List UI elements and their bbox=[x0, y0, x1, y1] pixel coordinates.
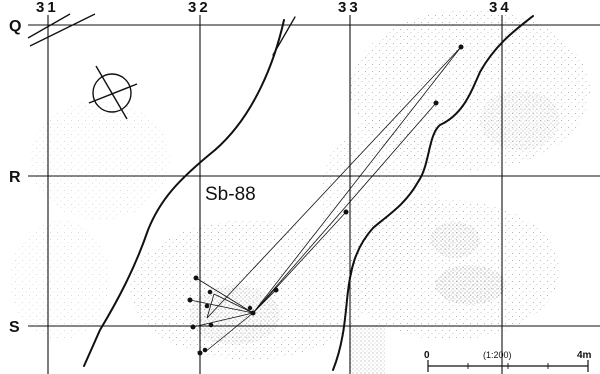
survey-point bbox=[343, 209, 349, 215]
survey-point bbox=[204, 303, 210, 309]
row-label-Q: Q bbox=[9, 18, 21, 35]
survey-point bbox=[190, 324, 196, 330]
column-label-32: 32 bbox=[188, 0, 211, 16]
survey-point bbox=[250, 310, 256, 316]
column-label-31: 31 bbox=[36, 0, 59, 16]
survey-point bbox=[208, 322, 214, 328]
survey-point bbox=[193, 275, 199, 281]
column-labels: 31 32 33 34 bbox=[36, 0, 512, 16]
survey-point bbox=[207, 289, 213, 295]
survey-lines bbox=[189, 46, 462, 353]
west-boundary-line bbox=[83, 19, 285, 367]
row-label-S: S bbox=[9, 319, 20, 336]
grid-lines bbox=[28, 15, 600, 374]
east-boundary-line bbox=[332, 15, 534, 371]
survey-point bbox=[187, 297, 193, 303]
scale-ratio-label: (1:200) bbox=[483, 350, 512, 360]
column-label-34: 34 bbox=[489, 0, 512, 16]
survey-point bbox=[197, 350, 203, 356]
column-label-33: 33 bbox=[338, 0, 361, 16]
survey-point bbox=[273, 287, 279, 293]
scatter-areas bbox=[10, 10, 590, 374]
scale-bar: 0 (1:200) 4m bbox=[424, 350, 592, 372]
scale-end-label: 4m bbox=[577, 350, 592, 361]
survey-point bbox=[433, 100, 439, 106]
row-labels: Q R S bbox=[9, 18, 21, 336]
feature-label: Sb-88 bbox=[205, 184, 256, 205]
boundary-curves bbox=[83, 15, 534, 371]
corner-lines bbox=[27, 13, 96, 47]
survey-point bbox=[458, 44, 464, 50]
survey-point bbox=[247, 305, 253, 311]
west-boundary-branch bbox=[272, 16, 296, 56]
north-arrow-icon bbox=[88, 65, 138, 120]
survey-point bbox=[202, 347, 208, 353]
scale-start-label: 0 bbox=[424, 350, 430, 361]
row-label-R: R bbox=[9, 169, 21, 186]
survey-points bbox=[187, 44, 464, 356]
